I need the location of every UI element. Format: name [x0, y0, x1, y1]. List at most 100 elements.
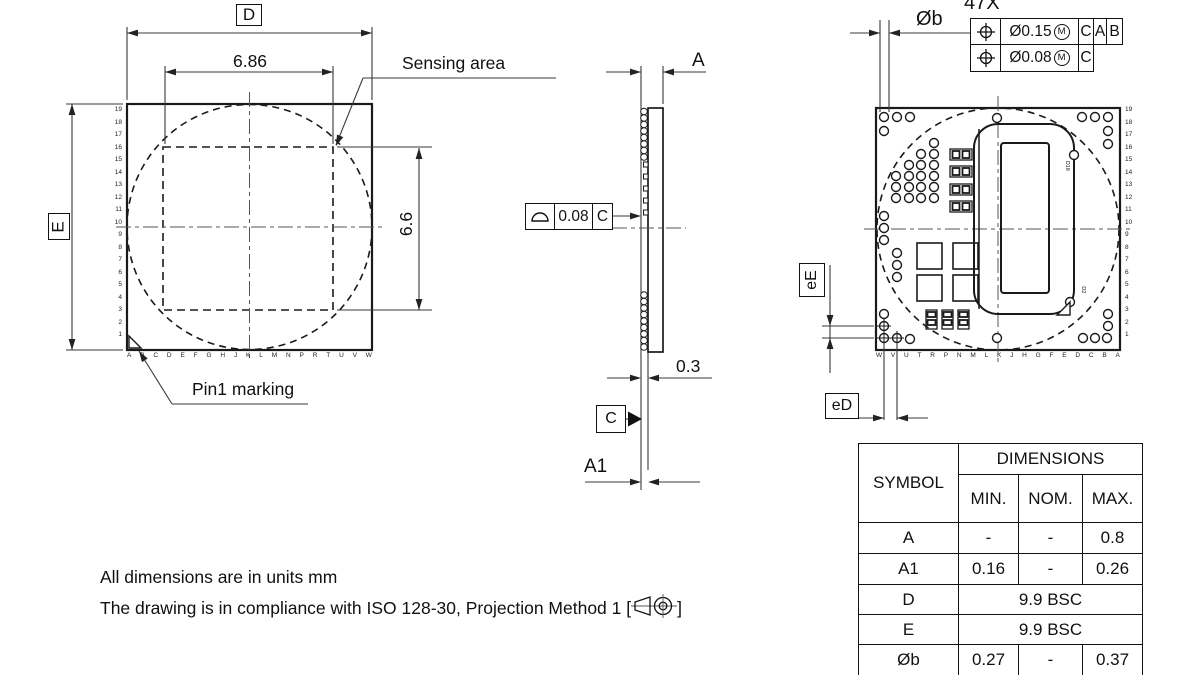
min-header-cell: MIN. — [958, 474, 1019, 523]
dimensions-header-cell: DIMENSIONS — [958, 443, 1143, 475]
dim-e-label: E — [49, 220, 68, 233]
tick-label: 17 — [114, 131, 122, 139]
max-header-cell: MAX. — [1082, 474, 1143, 523]
position-tolerance-2: Ø0.08 M — [999, 43, 1080, 72]
tick-label: V — [352, 352, 357, 359]
span-cell: 9.9 BSC — [958, 614, 1143, 645]
ball-crosshairs — [877, 319, 904, 345]
table-row: E 9.9 BSC — [858, 614, 1143, 645]
symbol-cell: D — [858, 584, 959, 615]
tick-label: 12 — [114, 193, 122, 201]
table-row: A1 0.16 - 0.26 — [858, 553, 1143, 585]
tick-label: W — [365, 352, 372, 359]
tick-label: T — [326, 352, 331, 359]
tick-label: V — [890, 352, 896, 359]
bottom-view-dimension-lines — [822, 20, 970, 420]
tick-label: 14 — [114, 168, 122, 176]
package-body-side — [647, 107, 664, 353]
bottom-view-linework — [822, 20, 1134, 422]
profile-datum-ref: C — [592, 203, 613, 230]
note-projection-bracket: ] — [677, 598, 682, 618]
max-cell: 0.26 — [1082, 553, 1143, 585]
tick-label: C — [1088, 352, 1094, 359]
span-cell: 9.9 BSC — [958, 584, 1143, 615]
tick-label: 19 — [1125, 106, 1133, 113]
dim-ed-frame: eD — [825, 393, 859, 419]
tick-label: W — [876, 352, 883, 359]
tick-label: 3 — [118, 306, 122, 314]
position-icon — [970, 43, 1001, 72]
min-cell: - — [958, 522, 1019, 554]
ball-diameter-label: Øb — [916, 8, 943, 30]
dim-height-value: 6.6 — [396, 211, 416, 237]
tick-label: A — [127, 352, 132, 359]
nom-header-cell: NOM. — [1018, 474, 1083, 523]
tick-label: A — [1115, 352, 1120, 359]
tick-label: E — [180, 352, 185, 359]
note-projection-text: The drawing is in compliance with ISO 12… — [100, 598, 632, 618]
dim-a1-label: A1 — [584, 456, 608, 477]
position-tolerance-1: Ø0.15 M — [999, 18, 1080, 45]
tick-label: B — [1102, 352, 1107, 359]
table-row: A - - 0.8 — [858, 522, 1143, 554]
dim-standoff-value: 0.3 — [676, 356, 701, 376]
tick-label: 4 — [1125, 293, 1129, 301]
side-view-linework — [585, 66, 712, 490]
tick-label: 8 — [1125, 243, 1129, 251]
note-units: All dimensions are in units mm — [100, 567, 338, 587]
tolerance-value: Ø0.08 — [1009, 48, 1052, 66]
note-projection: The drawing is in compliance with ISO 12… — [100, 593, 682, 619]
tick-label: T — [917, 352, 922, 359]
datum-ref-c: C — [1078, 43, 1094, 72]
sensing-area-outline — [162, 146, 334, 311]
tick-label: 19 — [114, 106, 122, 113]
dim-d-frame: D — [236, 4, 262, 26]
profile-fcf: 0.08 C — [525, 203, 613, 230]
dim-ed-label: eD — [831, 397, 853, 414]
tick-label: P — [943, 352, 949, 359]
nom-cell: - — [1018, 644, 1083, 675]
min-cell: 0.27 — [958, 644, 1019, 675]
nom-cell: - — [1018, 522, 1083, 554]
solder-balls-side — [640, 107, 649, 351]
tick-label: P — [299, 352, 304, 359]
tick-label: 6 — [118, 268, 122, 276]
datum-c-frame: C — [596, 405, 626, 433]
tick-label: 1 — [1125, 331, 1129, 339]
table-header-row: SYMBOL DIMENSIONS — [858, 443, 1143, 523]
tick-label: N — [956, 352, 962, 359]
tick-label: D — [166, 352, 172, 359]
tick-label: H — [1022, 352, 1027, 359]
tick-label: 7 — [118, 256, 122, 264]
tick-label: 15 — [1125, 156, 1133, 164]
solder-balls-bottom — [878, 111, 1114, 345]
top-view-linework — [66, 27, 556, 405]
tick-label: M — [970, 352, 976, 359]
tick-label: 3 — [1125, 306, 1129, 314]
position-fcf-row2: Ø0.08 M C — [970, 43, 1123, 72]
tick-label: 8 — [118, 243, 122, 251]
table-row: D 9.9 BSC — [858, 584, 1143, 615]
tick-label: L — [984, 352, 989, 359]
tick-label: J — [1010, 352, 1014, 359]
dim-d-label: D — [242, 5, 256, 24]
dim-a-label: A — [692, 50, 705, 71]
ref-designator-d2: D2 — [1079, 286, 1086, 294]
profile-tolerance-value: 0.08 — [553, 203, 594, 230]
die-pads — [916, 242, 979, 302]
dim-ee-frame: eE — [799, 263, 825, 297]
orientation-triangle — [1055, 300, 1071, 316]
tick-label: C — [153, 352, 159, 359]
tick-label: B — [140, 352, 145, 359]
ref-designator-d18: D18 — [1063, 160, 1070, 171]
symbol-cell: A — [858, 522, 959, 554]
tick-label: G — [206, 352, 212, 359]
tick-label: 6 — [1125, 268, 1129, 276]
tick-label: 7 — [1125, 256, 1129, 264]
nom-cell: - — [1018, 553, 1083, 585]
